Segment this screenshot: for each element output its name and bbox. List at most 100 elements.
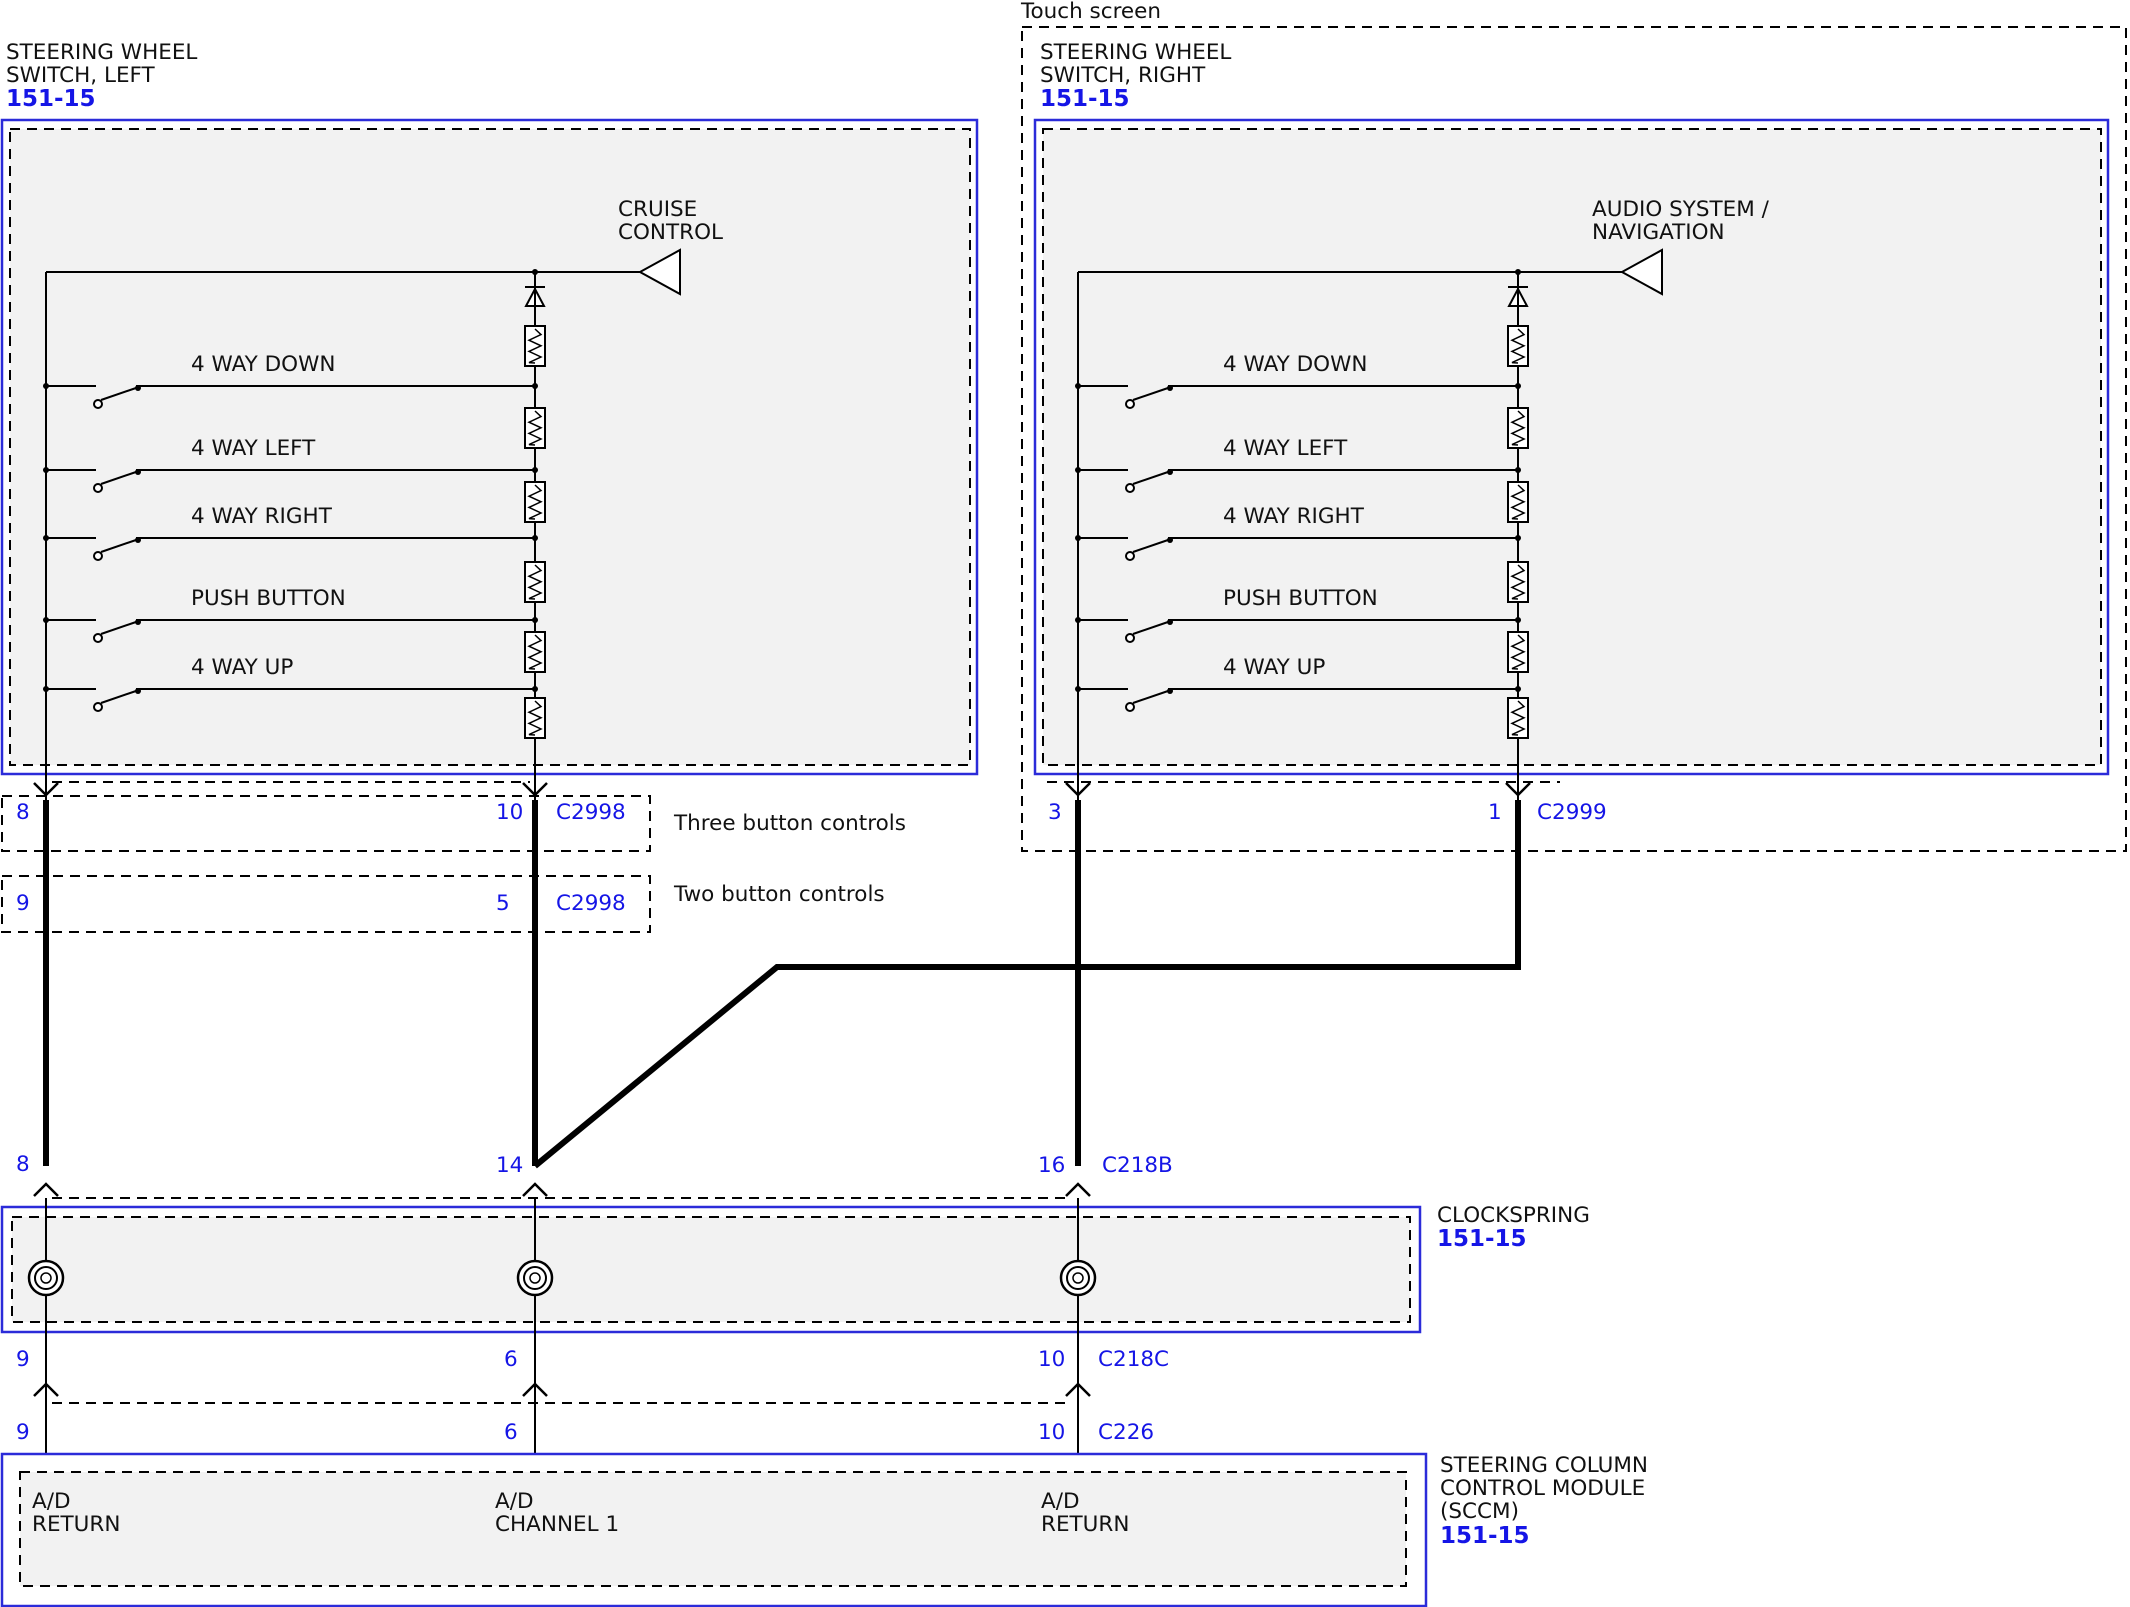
left-switch-blade-3 xyxy=(100,539,137,553)
left-ladder-junction-2 xyxy=(532,467,538,473)
c218c-name: C218C xyxy=(1098,1347,1169,1372)
left-resistor-zigzag-5 xyxy=(527,634,543,670)
right-switch-title-1: STEERING WHEEL xyxy=(1040,40,1231,65)
c218b-name: C218B xyxy=(1102,1153,1173,1178)
left-resistor-zigzag-3 xyxy=(527,484,543,520)
right-switch-label-1: 4 WAY DOWN xyxy=(1223,352,1367,377)
left-switch-module: STEERING WHEEL SWITCH, LEFT 151-15 CRUIS… xyxy=(0,40,979,800)
c218b-pin-3: 16 xyxy=(1038,1153,1065,1178)
left-resistor-zigzag-1 xyxy=(527,328,543,364)
left-switch-blade-2 xyxy=(100,471,137,485)
left-switch-contact-a-2 xyxy=(93,483,103,493)
right-switch-blade-5 xyxy=(1132,690,1169,704)
clockspring-coil-outer-3 xyxy=(1059,1259,1097,1297)
right-switch-contact-a-3 xyxy=(1125,551,1135,561)
right-ladder-junction-2 xyxy=(1515,467,1521,473)
c2998-three-name: C2998 xyxy=(556,800,626,825)
audio-nav-label-1: AUDIO SYSTEM / xyxy=(1592,197,1770,222)
left-switch-junction-4 xyxy=(43,617,49,623)
right-switch-junction-2 xyxy=(1075,467,1081,473)
left-switch-title-2: SWITCH, LEFT xyxy=(6,63,156,88)
left-ladder-junction-4 xyxy=(532,617,538,623)
right-resistor-zigzag-5 xyxy=(1510,634,1526,670)
sccm-pin-1-line2: RETURN xyxy=(32,1512,120,1537)
wire-channel-right xyxy=(533,800,1521,1169)
right-switch-label-3: 4 WAY RIGHT xyxy=(1223,504,1365,529)
pin-9-two: 9 xyxy=(16,891,30,916)
arrow-c218b-3 xyxy=(1065,1182,1091,1197)
right-switch-blade-2 xyxy=(1132,471,1169,485)
clockspring-coil-mid-3 xyxy=(1066,1266,1090,1290)
left-output-triangle xyxy=(637,248,681,296)
c218c-pin-3: 10 xyxy=(1038,1347,1065,1372)
left-switch-contact-a-5 xyxy=(93,702,103,712)
c226-pin-1: 9 xyxy=(16,1420,30,1445)
left-switch-ref[interactable]: 151-15 xyxy=(6,86,96,112)
c2998-three-button-box xyxy=(1,795,651,852)
c218b-pin-1: 8 xyxy=(16,1152,30,1177)
left-switch-contact-a-1 xyxy=(93,399,103,409)
arrow-c218c-1 xyxy=(33,1382,59,1397)
sccm-pin-3-line2: RETURN xyxy=(1041,1512,1129,1537)
left-switch-title-1: STEERING WHEEL xyxy=(6,40,197,65)
right-resistor-zigzag-6 xyxy=(1510,700,1526,736)
sccm-ref[interactable]: 151-15 xyxy=(1440,1523,1530,1549)
clockspring-coil-inner-1 xyxy=(40,1272,52,1284)
left-switch-blade-1 xyxy=(100,387,137,401)
touch-screen-label: Touch screen xyxy=(1020,0,1161,24)
right-resistor-zigzag-4 xyxy=(1510,564,1526,600)
clockspring-coil-inner-3 xyxy=(1072,1272,1084,1284)
audio-nav-label-2: NAVIGATION xyxy=(1592,220,1725,245)
sccm-pin-2-line2: CHANNEL 1 xyxy=(495,1512,619,1537)
left-switch-contact-a-3 xyxy=(93,551,103,561)
clockspring-coil-outer-1 xyxy=(27,1259,65,1297)
left-switch-label-4: PUSH BUTTON xyxy=(191,586,346,611)
right-switch-contact-a-4 xyxy=(1125,633,1135,643)
right-resistor-zigzag-3 xyxy=(1510,484,1526,520)
right-output-triangle xyxy=(1619,248,1663,296)
right-switch-blade-1 xyxy=(1132,387,1169,401)
thin-wires xyxy=(33,781,1531,1397)
arrow-c218c-2 xyxy=(522,1382,548,1397)
left-switch-contact-a-4 xyxy=(93,633,103,643)
c2998-two-name: C2998 xyxy=(556,891,626,916)
right-switch-junction-1 xyxy=(1075,383,1081,389)
pin-1-c2999: 1 xyxy=(1488,800,1502,825)
three-button-note: Three button controls xyxy=(673,811,906,836)
c218c-pin-2: 6 xyxy=(504,1347,518,1372)
clockspring-ref[interactable]: 151-15 xyxy=(1437,1226,1527,1252)
harness-wires xyxy=(43,800,1521,1169)
right-resistor-zigzag-1 xyxy=(1510,328,1526,364)
right-switch-blade-4 xyxy=(1132,621,1169,635)
clockspring-coil-outer-2 xyxy=(516,1259,554,1297)
left-ladder-junction-1 xyxy=(532,383,538,389)
right-switch-ref[interactable]: 151-15 xyxy=(1040,86,1130,112)
right-switch-contact-a-2 xyxy=(1125,483,1135,493)
sccm-pin-2-line1: A/D xyxy=(495,1489,534,1514)
pin-10-three: 10 xyxy=(496,800,523,825)
touch-screen-frame xyxy=(1021,26,2127,852)
left-switch-label-1: 4 WAY DOWN xyxy=(191,352,335,377)
cruise-control-label-2: CONTROL xyxy=(618,220,723,245)
two-button-note: Two button controls xyxy=(673,882,885,907)
sccm-pin-3-line1: A/D xyxy=(1041,1489,1080,1514)
clockspring-coils xyxy=(27,1198,1097,1472)
clockspring-coil-inner-2 xyxy=(529,1272,541,1284)
left-switch-label-3: 4 WAY RIGHT xyxy=(191,504,333,529)
right-switch-contact-a-5 xyxy=(1125,702,1135,712)
sccm-title-2: CONTROL MODULE xyxy=(1440,1476,1645,1501)
left-resistor-zigzag-6 xyxy=(527,700,543,736)
right-switch-junction-5 xyxy=(1075,686,1081,692)
sccm-module: STEERING COLUMN CONTROL MODULE (SCCM) 15… xyxy=(0,1452,1648,1607)
c218c-pin-1: 9 xyxy=(16,1347,30,1372)
clockspring-coil-mid-1 xyxy=(34,1266,58,1290)
right-switch-label-5: 4 WAY UP xyxy=(1223,655,1325,680)
right-switch-title-2: SWITCH, RIGHT xyxy=(1040,63,1206,88)
left-switch-junction-5 xyxy=(43,686,49,692)
right-ladder-junction-4 xyxy=(1515,617,1521,623)
left-switch-junction-3 xyxy=(43,535,49,541)
right-switch-blade-3 xyxy=(1132,539,1169,553)
